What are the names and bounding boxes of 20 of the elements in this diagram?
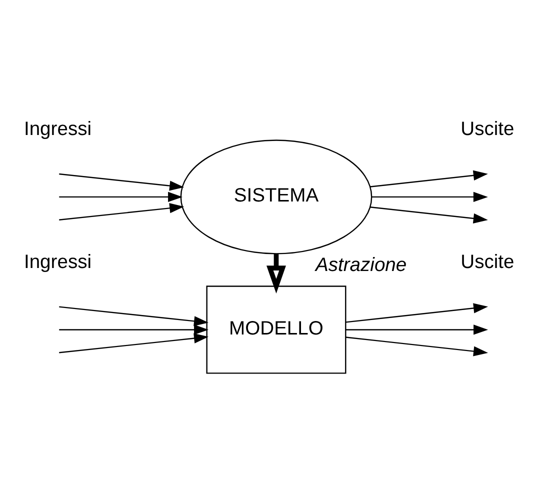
- arrow: [59, 332, 209, 353]
- label: Uscite: [460, 118, 514, 140]
- label: Ingressi: [24, 118, 92, 140]
- arrow: [59, 306, 209, 326]
- arrow: [59, 172, 184, 190]
- arrow: [372, 191, 488, 202]
- arrow: [59, 202, 184, 220]
- node-ellipse: SISTEMA: [180, 139, 372, 254]
- label: Ingressi: [24, 251, 92, 272]
- arrow: [346, 324, 488, 334]
- arrow: [59, 191, 183, 202]
- arrow: [59, 324, 209, 334]
- arrow: [266, 253, 286, 293]
- node-box: MODELLO: [206, 285, 346, 374]
- arrow: [346, 302, 488, 322]
- edge-label: Astrazione: [315, 254, 407, 276]
- arrow: [370, 170, 488, 187]
- label: Uscite: [460, 251, 514, 272]
- arrow: [370, 206, 488, 224]
- arrow: [346, 336, 488, 356]
